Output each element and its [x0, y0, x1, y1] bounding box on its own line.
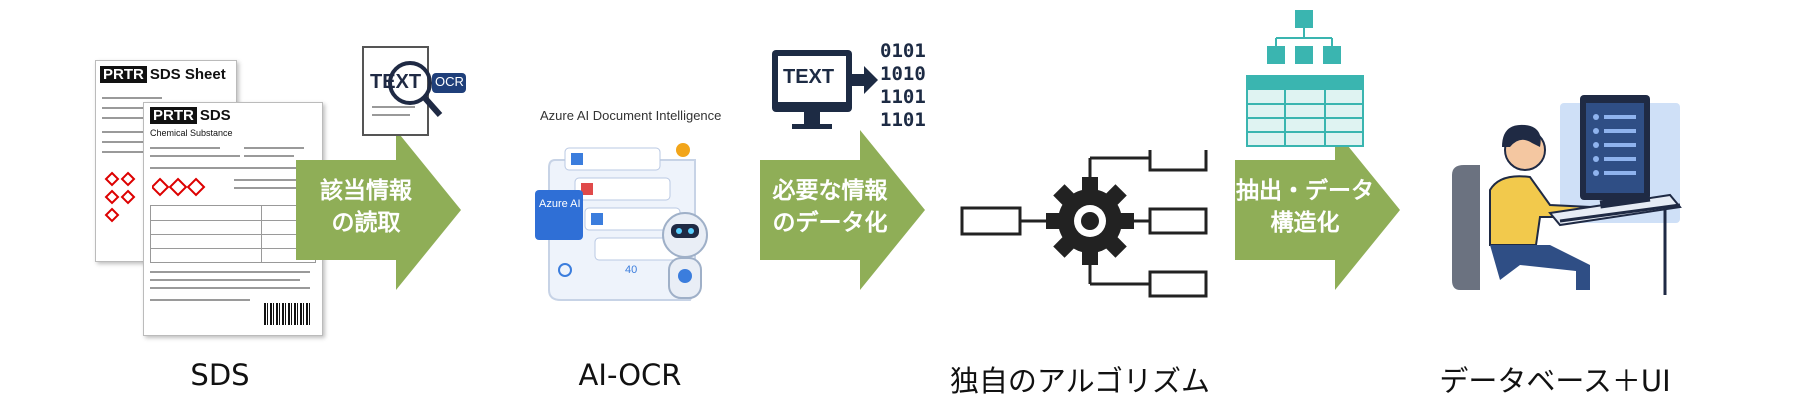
- bubble-number: 40: [625, 264, 638, 276]
- text-to-binary-icon: TEXT 0101 1010 1101 1101: [770, 40, 930, 145]
- arrow-label-line1: 該当情報: [320, 178, 412, 204]
- sheet-title: SDS Sheet: [149, 66, 226, 83]
- sds-table: [150, 205, 316, 263]
- arrow-label-line2: 構造化: [1270, 210, 1340, 236]
- sheet-subtitle: Chemical Substance: [150, 128, 233, 138]
- ai-ocr-caption: AI-OCR: [578, 358, 682, 392]
- barcode: [264, 303, 312, 325]
- gear-icon: [1046, 177, 1134, 265]
- hazard-pictograms: [150, 177, 232, 197]
- user-at-workstation-illustration: [1440, 95, 1690, 300]
- text-ocr-icon: TEXT OCR: [360, 45, 470, 145]
- flow-arrow-structure: 抽出・データ 構造化: [1235, 130, 1400, 290]
- ai-ocr-illustration: Azure AI 40: [535, 140, 735, 310]
- binary-code: 0101 1010 1101 1101: [880, 40, 926, 132]
- ocr-badge: OCR: [435, 74, 464, 89]
- arrow-label-line2: の読取: [331, 210, 401, 236]
- algorithm-diagram: [960, 144, 1210, 300]
- hazard-pictograms: [104, 171, 144, 231]
- azure-card-label: Azure AI: [539, 198, 581, 210]
- binary-line: 1010: [880, 63, 926, 85]
- sds-caption: SDS: [190, 358, 250, 392]
- hierarchy-table-icon: [1245, 8, 1365, 148]
- arrow-label-line2: のデータ化: [772, 210, 888, 236]
- monitor-text: TEXT: [783, 66, 835, 88]
- prtr-tag: PRTR: [150, 107, 197, 124]
- sheet-title: SDS: [199, 107, 231, 124]
- arrow-label-line1: 抽出・データ: [1236, 178, 1374, 204]
- text-label: TEXT: [370, 71, 422, 93]
- algorithm-caption: 独自のアルゴリズム: [949, 364, 1211, 398]
- arrow-label-line1: 必要な情報: [772, 178, 888, 204]
- flow-arrow-read: 該当情報 の読取: [296, 130, 461, 290]
- binary-line: 1101: [880, 109, 926, 131]
- flow-arrow-digitize: 必要な情報 のデータ化: [760, 130, 925, 290]
- prtr-tag: PRTR: [100, 66, 147, 83]
- binary-line: 1101: [880, 86, 926, 108]
- service-title: Azure AI Document Intelligence: [540, 108, 722, 123]
- binary-line: 0101: [880, 40, 926, 62]
- database-ui-caption: データベース＋UI: [1439, 364, 1671, 398]
